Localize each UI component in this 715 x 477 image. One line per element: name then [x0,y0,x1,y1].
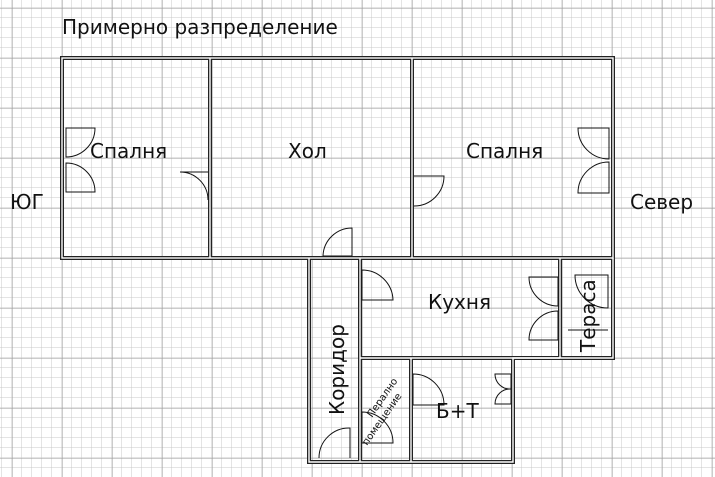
door-icon [577,161,610,194]
door-icon [528,276,559,307]
room-hall: Хол [288,139,327,163]
room-bathroom: Б+Т [436,399,479,423]
room-terrace: Тераса [576,279,600,353]
door-icon [318,427,351,459]
door-icon [574,274,609,309]
door-icon [361,411,394,444]
door-icon [528,310,559,341]
room-kitchen: Кухня [428,290,491,314]
room-bedroom-left: Спалня [90,139,167,163]
doors [65,127,610,459]
room-bedroom-right: Спалня [466,139,543,163]
plan-title: Примерно разпределение [62,15,338,39]
door-icon [577,127,610,160]
door-icon [494,388,512,405]
door-icon [65,162,96,193]
direction-north: Север [630,190,693,214]
door-icon [413,175,445,207]
walls [60,56,615,464]
door-icon [179,171,209,201]
door-icon [361,269,394,301]
direction-south: ЮГ [10,190,44,214]
room-corridor: Коридор [325,324,349,415]
door-icon [322,227,353,257]
door-icon [412,373,445,406]
door-icon [65,127,96,158]
